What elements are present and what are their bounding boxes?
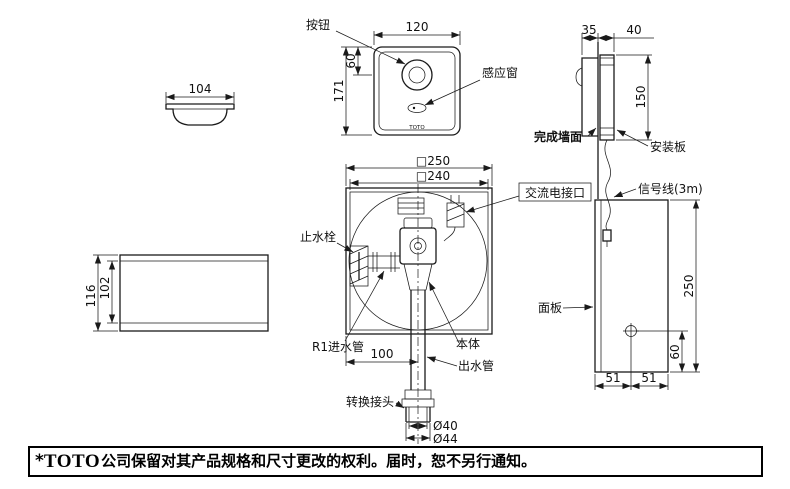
dim-171-label: 171 — [332, 80, 346, 103]
panel-side-button-bump — [575, 67, 583, 87]
dim-150-label: 150 — [634, 86, 648, 109]
plate-leader — [616, 129, 649, 147]
footer-star: * — [35, 451, 44, 471]
ac-label-box — [518, 182, 592, 202]
panel-label: 面板 — [538, 301, 562, 315]
adapter-label: 转换接头 — [346, 394, 394, 409]
push-button-inner — [408, 66, 426, 84]
dim-116-label: 116 — [84, 285, 98, 308]
dim-60-label: 60 — [668, 344, 682, 359]
inwall-box-shape — [594, 199, 669, 373]
outlet-label: 出水管 — [458, 358, 494, 373]
sensor-leader — [424, 79, 481, 106]
dim-120-label: 120 — [406, 20, 429, 34]
valve-body-shape — [399, 217, 437, 291]
footer-note: * TOTO 公司保留对其产品规格和尺寸更改的权利。届时，恕不另行通知。 — [28, 446, 763, 477]
panel-leader — [562, 304, 594, 311]
dim-35-label: 35 — [581, 23, 596, 37]
body-label: 本体 — [456, 337, 480, 351]
signal-cable-connector — [602, 229, 612, 242]
inlet-leader — [344, 270, 385, 342]
signal-cable-shape — [604, 139, 611, 231]
dim-250sq-label: □250 — [416, 154, 450, 168]
finished-wall-leader — [587, 127, 597, 137]
side-box-outline — [119, 254, 269, 332]
panel-side-shape — [581, 57, 598, 137]
dim-104-label: 104 — [189, 82, 212, 96]
dim-40-label: 40 — [626, 23, 641, 37]
outlet-hole-cross — [623, 323, 639, 339]
mounting-plate-shape — [599, 54, 615, 141]
dim-240sq-label: □240 — [416, 169, 450, 183]
button-leader — [335, 30, 406, 65]
controller-shape — [397, 197, 425, 215]
dim-51-left-label: 51 — [605, 371, 620, 385]
body-leader — [428, 281, 460, 344]
adapter-shape — [401, 389, 435, 423]
install-box-outer — [345, 187, 493, 335]
adapter-leader — [395, 400, 405, 409]
dim-d44-label: Ø44 — [433, 432, 458, 446]
dim-100-label: 100 — [371, 347, 394, 361]
install-box-circle — [348, 191, 488, 331]
ac-plug-shape — [443, 195, 465, 242]
finished-wall-label: 完成墙面 — [534, 129, 582, 144]
inlet-label: R1进水管 — [312, 339, 364, 354]
outlet-leader — [426, 356, 458, 367]
button-label: 按钮 — [306, 17, 330, 32]
panel-outline — [373, 46, 461, 136]
cover-plate-profile-outline — [165, 103, 235, 126]
mounting-plate-screw-bottom — [599, 127, 615, 136]
signal-cable-leader — [613, 188, 637, 198]
ac-leader — [465, 195, 520, 213]
view-front-panel: TOTO 120 60 171 按钮 感应窗 — [306, 17, 518, 136]
dim-250-label: 250 — [682, 275, 696, 298]
stop-valve-label: 止水栓 — [300, 229, 336, 244]
stop-valve-shape — [349, 245, 369, 287]
sensor-dot — [412, 106, 416, 110]
dim-d40-label: Ø40 — [433, 419, 458, 433]
push-button-outer — [401, 59, 433, 91]
sensor-window-shape — [407, 103, 427, 113]
dim-102-label: 102 — [98, 277, 112, 300]
sensor-label: 感应窗 — [482, 65, 518, 80]
signal-cable-label: 信号线(3m) — [638, 182, 703, 196]
outlet-pipe-shape — [410, 290, 426, 390]
dim-51-right-label: 51 — [641, 371, 656, 385]
stop-valve-leader — [336, 242, 354, 253]
view-install-box: □250 □240 — [300, 154, 592, 446]
view-wall-section: 35 40 150 完成墙面 安装板 信号线(3m) 面板 250 60 51 … — [534, 23, 703, 390]
panel-logo: TOTO — [408, 125, 425, 131]
mounting-plate-screw-top — [599, 57, 615, 66]
footer-text: 公司保留对其产品规格和尺寸更改的权利。届时，恕不另行通知。 — [101, 452, 537, 470]
panel-inner-outline — [378, 51, 456, 131]
footer-brand: TOTO — [43, 451, 101, 472]
plate-label: 安装板 — [650, 139, 686, 154]
inlet-pipe-shape — [368, 252, 400, 272]
ac-label: 交流电接口 — [525, 185, 585, 200]
view-side-box: 116 102 — [84, 254, 269, 332]
view-top-profile: 104 — [165, 82, 235, 126]
